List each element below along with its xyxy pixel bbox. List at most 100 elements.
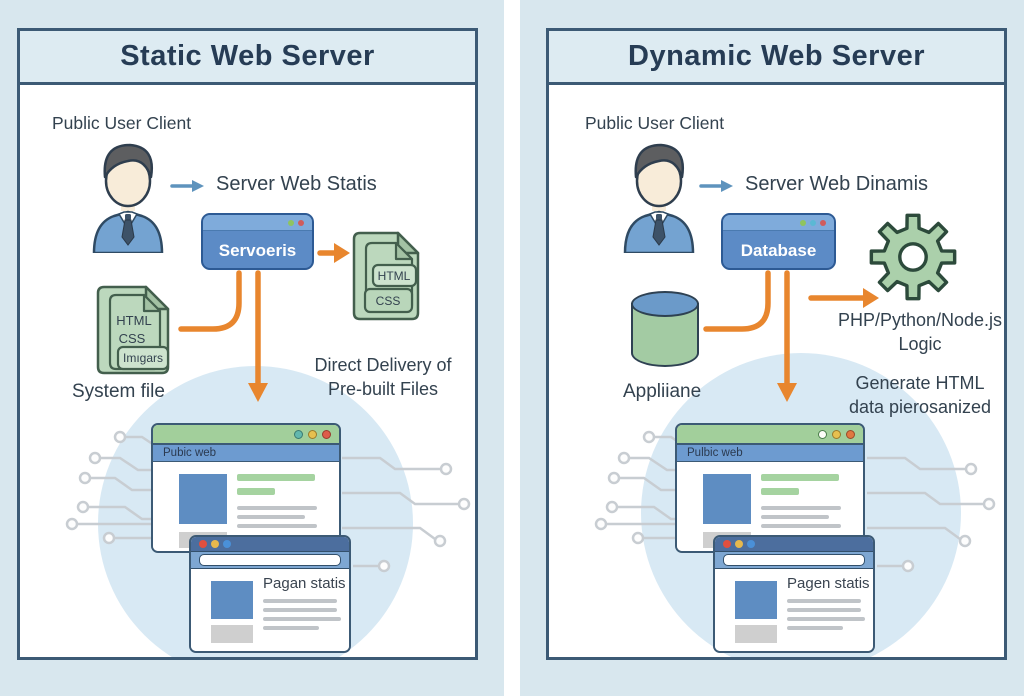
page-text-bar [237,515,305,519]
panel-divider [504,0,520,696]
yellow-dot-icon [832,429,841,439]
generate-note-line1: Generate HTML [855,373,985,393]
red-dot-icon [298,219,304,226]
delivery-note-line2: Pre-built Files [327,379,439,400]
page-text-bar [787,599,861,603]
browser-url: Pulbic web [687,447,743,459]
page-text-bar [237,506,317,510]
system-stack-caption: System file [72,381,165,402]
yellow-dot-icon [735,540,743,548]
database-box-label: Database [740,240,817,260]
dynamic-page-window: Pagen statis [713,535,875,653]
output-file-html-label: HTML [378,269,411,283]
page-window-titlebar [715,537,873,552]
browser-titlebar [677,425,863,445]
address-input [723,554,865,566]
green-dot-icon [800,219,806,226]
server-box-label: Servoeris [218,240,297,260]
blue-dot-icon [223,540,231,548]
server-box: Servoeris [201,213,314,270]
generate-note-line2: data pierosanized [848,397,992,418]
page-heading: Pagen statis [787,575,870,592]
page-window-content: Pagan statis [191,569,349,651]
browser-url: Pubic web [163,447,217,459]
page-headline-bar [761,488,799,495]
system-file-images-label: Imıgars [123,351,163,365]
database-box-titlebar [723,215,834,231]
database-box: Database [721,213,836,270]
db-caption: Appliiane [623,381,702,402]
page-text-bar [761,506,841,510]
output-file-stack-icon: HTML CSS [352,231,420,321]
yellow-dot-icon [211,540,219,548]
page-text-bar [263,608,337,612]
page-window-titlebar [191,537,349,552]
static-panel-header: Static Web Server [20,31,475,85]
database-cylinder-icon [631,291,699,369]
address-input [199,554,341,566]
page-text-bar [263,626,319,630]
static-server-panel: Static Web Server [17,28,478,660]
logic-note: PHP/Python/Node.js Logic [815,308,1004,357]
page-headline-bar [237,488,275,495]
page-image-placeholder [735,625,777,643]
browser-addressbar: Pubic web [153,445,339,462]
database-box-body: Database [723,231,834,268]
page-window-addressbar [191,552,349,569]
orange-dot-icon [846,429,855,439]
page-text-bar [761,515,829,519]
delivery-note-line1: Direct Delivery of [314,355,452,375]
page-image-placeholder [703,474,751,524]
browser-addressbar: Pulbic web [677,445,863,462]
delivery-note: Direct Delivery of Pre-built Files [278,353,475,402]
page-window-addressbar [715,552,873,569]
page-text-bar [761,524,841,528]
client-arrow-icon [721,180,733,192]
generate-note: Generate HTML data pierosanized [815,371,1004,420]
flow-label: Server Web Dinamis [745,173,929,195]
blue-dot-icon [747,540,755,548]
user-avatar-icon [623,143,695,253]
dynamic-server-panel: Dynamic Web Server [546,28,1007,660]
page-headline-bar [761,474,839,481]
page-text-bar [237,524,317,528]
page-text-bar [787,617,865,621]
logic-note-line2: Logic [898,334,942,355]
static-page-window: Pagan statis [189,535,351,653]
cylinder-top [631,291,699,317]
dynamic-panel-title: Dynamic Web Server [628,40,925,72]
page-text-bar [263,617,341,621]
server-box-titlebar [203,215,312,231]
page-heading: Pagan statis [263,575,346,592]
blue-dot-icon [810,219,816,226]
page-window-content: Pagen statis [715,569,873,651]
dynamic-panel-header: Dynamic Web Server [549,31,1004,85]
page-image-placeholder [211,581,253,619]
page-image-placeholder [211,625,253,643]
client-label: Public User Client [52,113,192,133]
green-dot-icon [288,219,294,226]
page-headline-bar [237,474,315,481]
red-dot-icon [723,540,731,548]
red-dot-icon [199,540,207,548]
page-image-placeholder [735,581,777,619]
red-dot-icon [322,429,331,439]
yellow-dot-icon [308,429,317,439]
system-file-stack-icon: HTML CSS Imıgars [96,285,170,375]
browser-titlebar [153,425,339,445]
white-dot-icon [818,429,827,439]
system-file-css-label: CSS [119,331,146,346]
user-avatar-icon [92,143,164,253]
red-dot-icon [820,219,826,226]
flow-label: Server Web Statis [216,173,377,195]
server-box-body: Servoeris [203,231,312,268]
system-file-html-label: HTML [116,313,151,328]
client-arrow-icon [192,180,204,192]
page-text-bar [787,626,843,630]
logic-note-line1: PHP/Python/Node.js [837,310,1003,330]
static-panel-title: Static Web Server [120,40,375,72]
page-text-bar [263,599,337,603]
public-web-browser-window: Pubic web [151,423,341,553]
page-text-bar [787,608,861,612]
